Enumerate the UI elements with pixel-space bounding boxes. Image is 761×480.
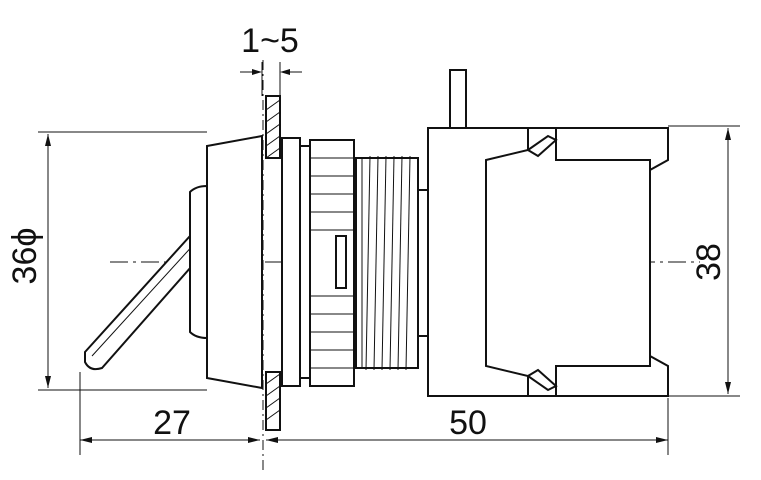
dim-panel-thickness-label: 1~5 (241, 22, 299, 60)
knurled-nut (309, 139, 355, 387)
dim-front-diameter: 36ϕ (6, 131, 207, 391)
toggle-lever (84, 234, 208, 371)
mounting-ring (281, 137, 311, 387)
mounting-panel (265, 95, 281, 431)
dim-rear-depth: 50 (266, 398, 669, 455)
dim-rear-depth-label: 50 (449, 404, 487, 442)
dim-panel-thickness: 1~5 (240, 22, 302, 96)
threaded-bushing (355, 155, 429, 371)
dim-front-depth-label: 27 (153, 404, 191, 442)
dim-body-height-label: 38 (690, 243, 728, 281)
dim-front-depth: 27 (79, 372, 260, 455)
dim-body-height: 38 (668, 125, 740, 397)
rear-body (427, 69, 669, 397)
front-bezel (189, 134, 263, 390)
dim-front-diameter-label: 36ϕ (6, 228, 44, 285)
